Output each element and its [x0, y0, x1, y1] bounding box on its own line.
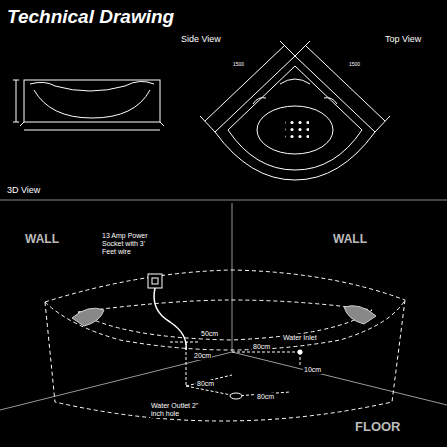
dimension: 20cm [193, 352, 212, 360]
floor-label: FLOOR [354, 420, 402, 435]
headrest [72, 308, 104, 326]
dimension: 1500 [232, 62, 245, 68]
note: 13 Amp Power Socket with 3' Feet wire [101, 232, 161, 256]
wall-label: WALL [24, 233, 60, 247]
room [0, 203, 447, 410]
dimension: 10cm [303, 366, 322, 374]
side-view [13, 80, 164, 130]
water-inlet [298, 350, 303, 355]
bathtub [45, 270, 405, 421]
top-view [200, 41, 390, 180]
view-label: Side View [180, 34, 222, 44]
dimension: 50cm [200, 330, 219, 338]
title: Technical Drawing [6, 6, 175, 28]
dimension: 80cm [252, 343, 271, 351]
dimension-lines [170, 342, 300, 396]
headrest [344, 306, 376, 324]
dimension: 80cm [196, 380, 215, 388]
note: Water Inlet [282, 334, 318, 342]
view-label: Top View [384, 34, 422, 44]
dimension: 80cm [256, 393, 275, 401]
section-label: 3D View [6, 185, 41, 195]
separator [0, 200, 447, 201]
water-outlet [230, 393, 242, 399]
note: Water Outlet 2" inch hole [150, 402, 214, 418]
power-socket [148, 274, 186, 350]
wall-label: WALL [332, 233, 368, 247]
dimension: 1500 [348, 62, 361, 68]
